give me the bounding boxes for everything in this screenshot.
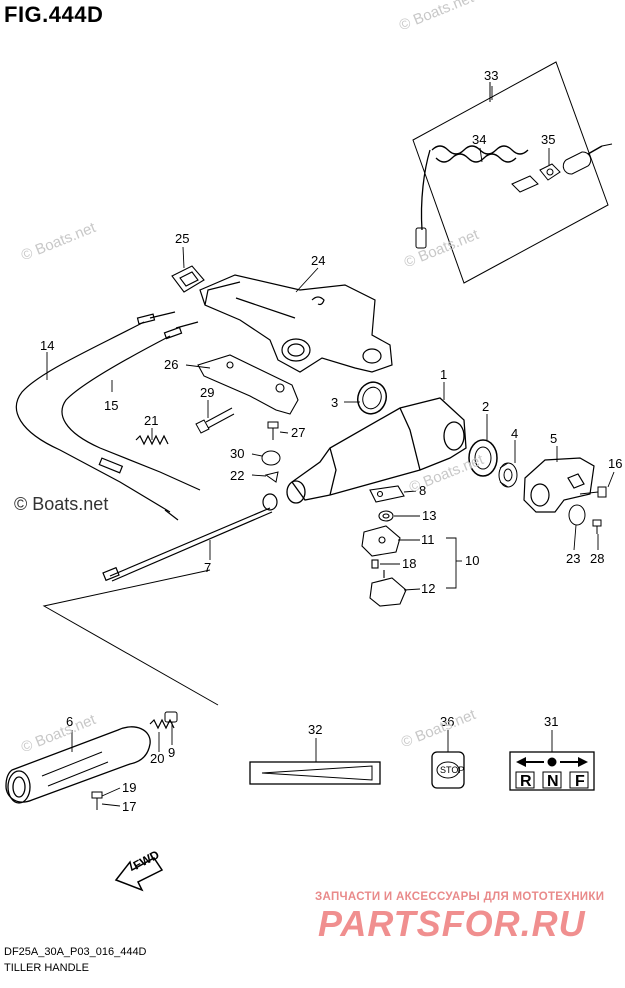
callout-31: 31	[544, 714, 558, 729]
callout-36: 36	[440, 714, 454, 729]
screw-17	[91, 791, 103, 810]
callout-13: 13	[422, 508, 436, 523]
decal-31: R N F	[509, 751, 595, 791]
plate-8	[369, 485, 405, 503]
callout-14: 14	[40, 338, 54, 353]
callout-6: 6	[66, 714, 73, 729]
partsfor-logo: PARTSFOR.RU	[318, 903, 586, 944]
callout-21: 21	[144, 413, 158, 428]
callout-26: 26	[164, 357, 178, 372]
forward-letter: F	[575, 773, 585, 790]
throttle-cables	[15, 311, 201, 521]
fwd-arrow-icon: FWD	[114, 847, 164, 892]
spring-20	[149, 718, 175, 730]
stopper-12	[369, 577, 407, 607]
lanyard-plate	[511, 175, 539, 193]
callout-labels: 33 34 35 25 24 14 26 1 29 15 3 2 21 27 4…	[40, 68, 622, 814]
cap-9	[164, 711, 178, 723]
lanyard-clip	[415, 227, 427, 249]
screw-27	[267, 421, 279, 440]
callout-30: 30	[230, 446, 244, 461]
washer-13	[378, 510, 394, 522]
callout-2: 2	[482, 399, 489, 414]
callout-9: 9	[168, 745, 175, 760]
callout-20: 20	[150, 751, 164, 766]
block-11	[361, 525, 401, 557]
stop-parts	[361, 485, 407, 607]
callout-1: 1	[440, 367, 447, 382]
cable-7	[102, 493, 278, 582]
housing-5	[523, 457, 595, 513]
leader-lines	[46, 86, 615, 807]
callout-11: 11	[421, 532, 435, 547]
decal-36: STOP	[431, 751, 465, 789]
ring-3	[357, 381, 387, 415]
callout-34: 34	[472, 132, 486, 147]
plate-26	[197, 354, 299, 415]
spring-21	[135, 434, 169, 446]
callout-16: 16	[608, 456, 622, 471]
grommet-25	[171, 265, 205, 293]
callout-18: 18	[402, 556, 416, 571]
callout-27: 27	[291, 425, 305, 440]
callout-4: 4	[511, 426, 518, 441]
figure-name: TILLER HANDLE	[4, 962, 89, 974]
callout-12: 12	[421, 581, 435, 596]
callout-17: 17	[122, 799, 136, 814]
decal-32	[249, 761, 381, 785]
callout-23: 23	[566, 551, 580, 566]
stop-label: STOP	[440, 765, 464, 775]
callout-32: 32	[308, 722, 322, 737]
callout-7: 7	[204, 560, 211, 575]
watermark-boats-dark: © Boats.net	[14, 494, 109, 514]
partsfor-tagline: ЗАПЧАСТИ И АКСЕССУАРЫ ДЛЯ МОТОТЕХНИКИ	[315, 891, 605, 903]
bolt-16	[579, 486, 607, 498]
plug-30	[261, 450, 281, 466]
bolt-29	[195, 407, 235, 434]
ring-2	[468, 439, 498, 477]
tiller-arm	[286, 397, 467, 504]
callout-5: 5	[550, 431, 557, 446]
callout-3: 3	[331, 395, 338, 410]
callout-29: 29	[200, 385, 214, 400]
callout-8: 8	[419, 483, 426, 498]
callout-15: 15	[104, 398, 118, 413]
callout-22: 22	[230, 468, 244, 483]
nut-35	[539, 163, 561, 181]
disc-23	[568, 504, 586, 526]
twist-grip-6	[5, 726, 151, 804]
figure-title: FIG.444D	[4, 2, 104, 27]
callout-28: 28	[590, 551, 604, 566]
stop-switch	[562, 151, 592, 175]
neutral-letter: N	[547, 773, 559, 790]
screw-28	[592, 519, 602, 534]
tiller-bracket	[199, 274, 393, 373]
reverse-letter: R	[520, 773, 532, 790]
figure-code: DF25A_30A_P03_016_444D	[4, 946, 147, 958]
callout-35: 35	[541, 132, 555, 147]
callout-19: 19	[122, 780, 136, 795]
callout-24: 24	[311, 253, 325, 268]
callout-10: 10	[465, 553, 479, 568]
clip-22	[264, 471, 279, 483]
callout-33: 33	[484, 68, 498, 83]
bushing-4	[498, 462, 518, 488]
callout-25: 25	[175, 231, 189, 246]
